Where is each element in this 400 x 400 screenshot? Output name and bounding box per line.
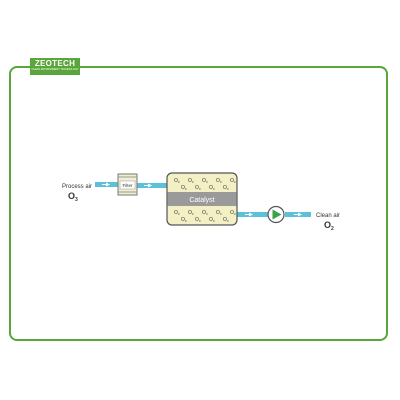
ozone-molecule: O3 bbox=[230, 178, 236, 184]
ozone-molecule: O3 bbox=[230, 210, 236, 216]
zeotech-logo: ZEOTECH CLEAN ENVIRONMENT TECHNOLOGY bbox=[30, 58, 80, 75]
inlet-label: Process air bbox=[62, 184, 92, 190]
ozone-molecule: O3 bbox=[188, 178, 194, 184]
ozone-molecule: O3 bbox=[216, 178, 222, 184]
inlet-formula: O3 bbox=[68, 191, 78, 203]
catalyst-reactor: Catalyst bbox=[166, 172, 238, 226]
pipe-outlet bbox=[285, 212, 311, 217]
ozone-molecule: O3 bbox=[209, 217, 215, 223]
ozone-molecule: O3 bbox=[181, 217, 187, 223]
logo-tagline: CLEAN ENVIRONMENT TECHNOLOGY bbox=[31, 68, 79, 71]
ozone-molecule: O3 bbox=[188, 210, 194, 216]
ozone-molecule: O3 bbox=[174, 178, 180, 184]
catalyst-label: Catalyst bbox=[189, 197, 214, 204]
ozone-molecule: O3 bbox=[223, 217, 229, 223]
ozone-molecule: O3 bbox=[181, 185, 187, 191]
logo-name: ZEOTECH bbox=[34, 59, 76, 68]
ozone-molecule: O3 bbox=[174, 210, 180, 216]
pipe-filter-to-catalyst bbox=[137, 183, 167, 188]
pump-icon bbox=[267, 205, 285, 224]
ozone-molecule: O3 bbox=[202, 178, 208, 184]
outlet-label: Clean air bbox=[316, 213, 340, 219]
outlet-formula: O2 bbox=[324, 220, 334, 232]
filter-unit: Filter bbox=[117, 173, 138, 196]
ozone-molecule: O3 bbox=[223, 185, 229, 191]
ozone-molecule: O3 bbox=[209, 185, 215, 191]
pipe-inlet bbox=[95, 182, 119, 187]
ozone-molecule: O3 bbox=[202, 210, 208, 216]
pipe-catalyst-to-pump bbox=[236, 212, 268, 217]
ozone-molecule: O3 bbox=[216, 210, 222, 216]
filter-label: Filter bbox=[123, 183, 134, 188]
ozone-molecule: O3 bbox=[195, 185, 201, 191]
ozone-molecule: O3 bbox=[195, 217, 201, 223]
